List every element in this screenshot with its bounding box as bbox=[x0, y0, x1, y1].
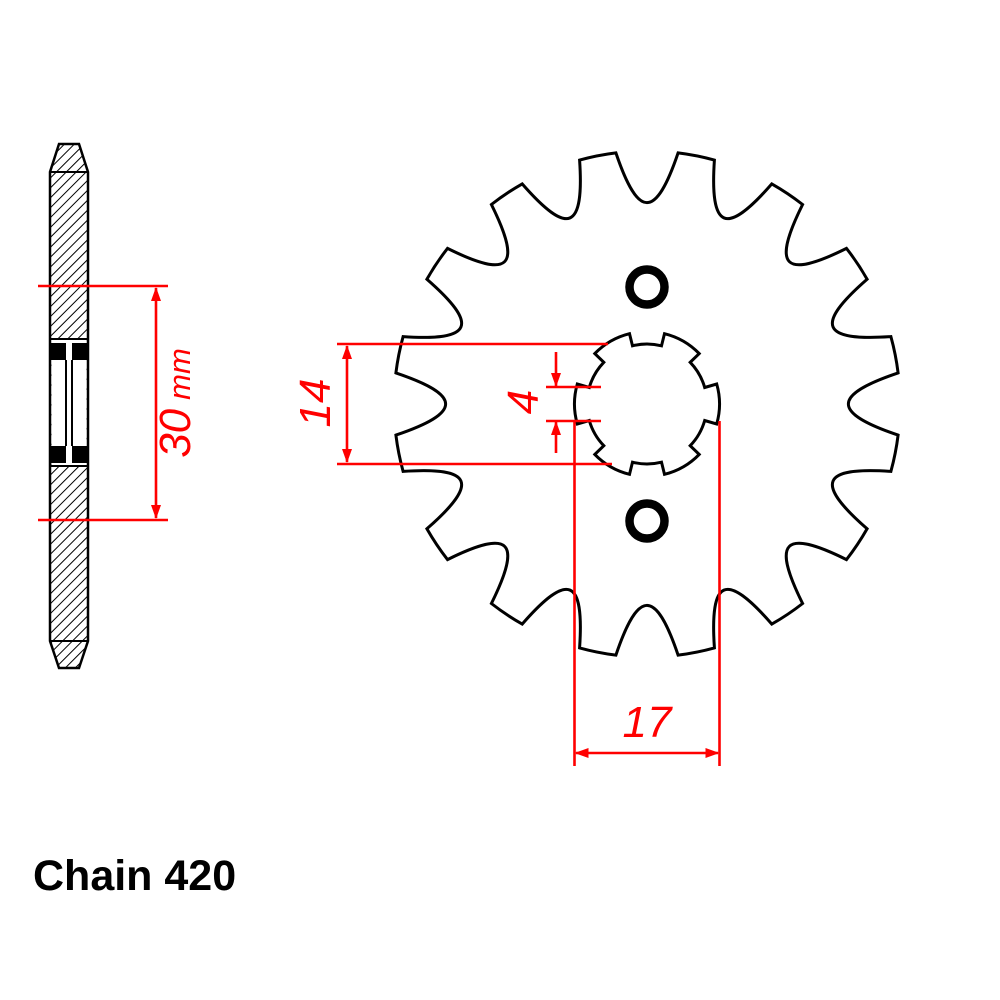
hub-block bbox=[72, 343, 87, 360]
hub-block bbox=[51, 446, 66, 463]
dimension-4-label: 4 bbox=[499, 390, 548, 414]
dimension-17: 17 bbox=[573, 421, 721, 766]
arrow-up-icon bbox=[551, 421, 561, 435]
dimension-14-label: 14 bbox=[291, 379, 340, 428]
dimension-17-label: 17 bbox=[623, 698, 673, 747]
dimension-30mm: 30mm bbox=[38, 284, 200, 522]
sprocket-side-view bbox=[48, 142, 90, 670]
dimension-4: 4 bbox=[499, 352, 601, 453]
arrow-up-icon bbox=[342, 345, 352, 359]
arrow-up-icon bbox=[151, 287, 161, 301]
dimension-30mm-label: 30mm bbox=[151, 348, 200, 458]
bolt-hole-bottom bbox=[625, 499, 669, 543]
arrow-right-icon bbox=[705, 748, 720, 758]
hub-block bbox=[51, 343, 66, 360]
dimension-14: 14 bbox=[291, 342, 612, 466]
chain-size-caption: Chain 420 bbox=[33, 852, 236, 900]
hub-block bbox=[72, 446, 87, 463]
arrow-down-icon bbox=[551, 373, 561, 387]
arrow-down-icon bbox=[342, 449, 352, 463]
sprocket-front-view bbox=[394, 151, 900, 657]
arrow-left-icon bbox=[574, 748, 589, 758]
arrow-down-icon bbox=[151, 505, 161, 519]
side-view-hub-zone bbox=[51, 339, 87, 466]
bolt-hole-top bbox=[625, 265, 669, 309]
splined-bore-outline bbox=[572, 331, 722, 477]
